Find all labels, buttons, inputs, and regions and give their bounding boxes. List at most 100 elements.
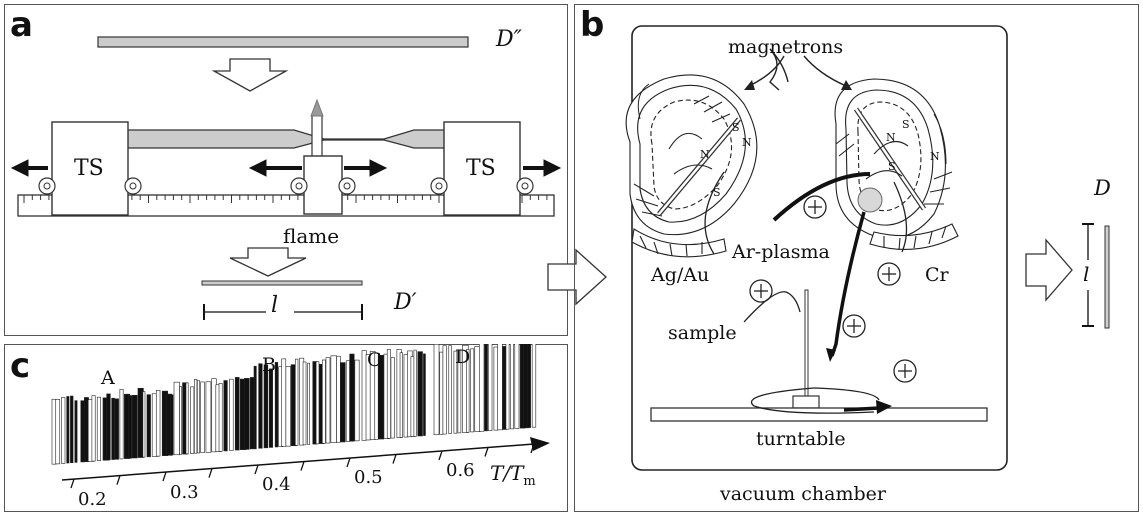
label-flame: flame [283, 224, 340, 248]
panel-b [574, 4, 1139, 512]
grain-column [74, 400, 78, 463]
axis-tick-label: 0.5 [354, 467, 383, 488]
axis-tick [70, 478, 75, 489]
rail [17, 194, 555, 217]
axis-arrow-icon [530, 437, 550, 451]
grain-column [142, 391, 146, 458]
grain-column [321, 359, 326, 444]
translation-stage-left [51, 121, 129, 216]
grain-column [294, 358, 299, 446]
grain-column [514, 344, 520, 429]
grain-column [433, 344, 440, 436]
grain-column [354, 359, 360, 442]
axis-tick [208, 468, 213, 478]
sample-holder [792, 395, 820, 409]
grain-column [197, 380, 200, 454]
panel-a-label: a [10, 5, 33, 45]
axis-tick [530, 443, 535, 454]
grain-column [526, 344, 531, 428]
arrowhead-icon [744, 80, 755, 90]
fiber-tapered [201, 280, 363, 286]
grain-column [531, 344, 537, 428]
panel-a [4, 4, 568, 336]
fiber-initial [97, 36, 469, 48]
grain-column [111, 397, 115, 460]
panel-c [4, 344, 568, 512]
arrow-left-icon [248, 159, 267, 177]
axis-tick-label: 0.4 [262, 474, 291, 495]
arrow-right-icon [369, 159, 388, 177]
grain-column [466, 349, 470, 433]
arrowhead-icon [826, 348, 836, 362]
grain-column [229, 378, 234, 451]
grain-column [487, 344, 493, 431]
axis-tick [300, 461, 305, 471]
axis-tick-label: 0.2 [78, 489, 107, 510]
plus-ion-icon [893, 359, 917, 383]
grain-column [146, 394, 151, 458]
grain-column [281, 358, 287, 447]
grain-column [179, 386, 182, 455]
pole-label: N [930, 150, 940, 163]
grain-column [218, 383, 223, 452]
axis-tick [254, 464, 259, 475]
panel-b-label: b [580, 5, 605, 45]
label-d-double-prime: D″ [496, 27, 522, 52]
grain-column [70, 395, 74, 464]
grain-column [128, 395, 132, 459]
grain-column [470, 348, 475, 433]
grain-column [173, 381, 180, 456]
down-arrow-outline-icon [229, 247, 307, 277]
label-sample: sample [668, 322, 737, 344]
label-d-prime: D′ [394, 290, 417, 315]
grain-column [413, 349, 417, 437]
grain-column [479, 344, 485, 432]
fiber-coated [1104, 225, 1110, 329]
down-arrow-outline-icon [211, 58, 289, 92]
grain-column [200, 381, 205, 454]
grain-column [55, 399, 61, 465]
flame-carriage [303, 155, 343, 215]
grain-column [484, 344, 488, 432]
pole-label: N [742, 136, 752, 149]
sample-fiber [804, 289, 809, 406]
axis-tick-label: 0.3 [170, 482, 199, 503]
grain-column [190, 386, 195, 454]
right-arrow-outline-icon [1025, 238, 1073, 302]
grain-column [258, 363, 263, 449]
grain-column [442, 345, 447, 435]
axis-tick [346, 457, 351, 468]
axis-tick [392, 454, 397, 464]
axis-tick [484, 447, 489, 457]
grain-column [106, 393, 111, 461]
axis-tick [116, 475, 121, 485]
label-ts-left: TS [74, 156, 104, 181]
region-label-b: B [262, 354, 276, 376]
right-arrow-outline-icon [547, 248, 607, 306]
panel-b-drawing [625, 25, 1110, 471]
grain-column [315, 361, 320, 445]
grain-column [194, 378, 198, 454]
label-magnetrons: magnetrons [728, 36, 844, 58]
label-length-l: l [271, 293, 279, 318]
label-d-final: D [1094, 176, 1111, 200]
grain-column [119, 389, 124, 460]
pole-label: S [902, 118, 910, 131]
axis-label: T/Tm [490, 461, 536, 489]
label-cr: Cr [925, 264, 949, 286]
axis-label-t: T [490, 461, 504, 485]
label-ar-plasma: Ar-plasma [732, 241, 830, 263]
grain-column [390, 357, 395, 439]
grain-column [336, 355, 341, 443]
axis-label-rest: /T [503, 461, 524, 485]
grain-column [302, 361, 307, 446]
magnetron-left [625, 74, 758, 258]
plus-ion-icon [749, 279, 773, 303]
rotation-arrow-icon [876, 400, 892, 414]
grain-column [340, 362, 346, 443]
pole-label: N [700, 148, 710, 161]
grain-column [253, 365, 257, 449]
grain-column [330, 355, 337, 443]
label-ts-right: TS [466, 156, 496, 181]
translation-stage-right [443, 121, 521, 216]
